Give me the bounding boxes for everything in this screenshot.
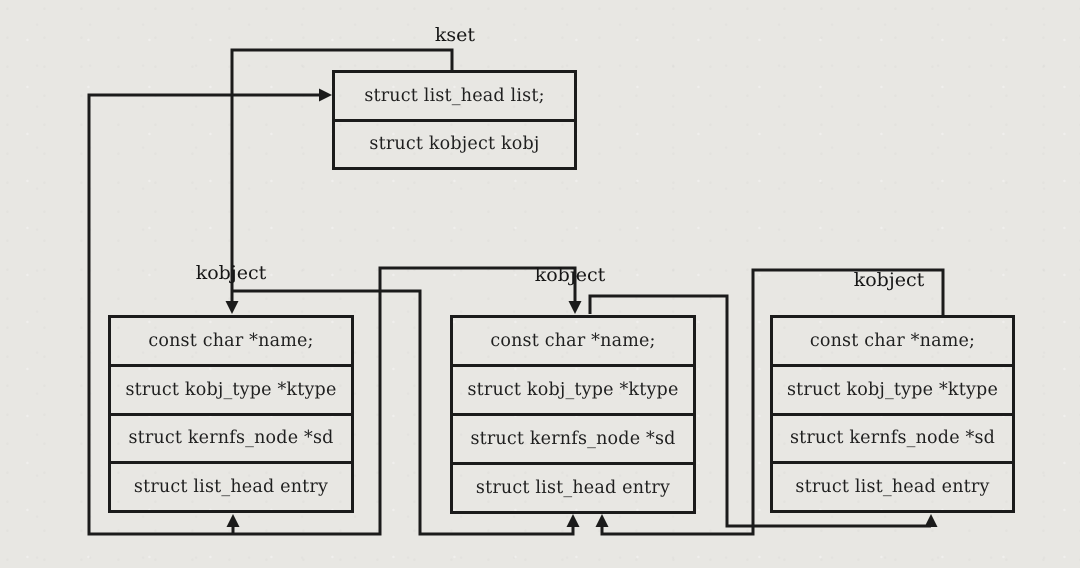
kobject3-field-name: const char *name;	[809, 330, 976, 351]
arrowhead-into-kset-list	[319, 88, 332, 102]
arrowhead-into-kobject2-entry-left	[566, 514, 580, 527]
arrowhead-into-kobject3-entry	[924, 514, 938, 527]
kobject1-box: const char *name; struct kobj_type *ktyp…	[108, 315, 354, 513]
kobject1-field-entry: struct list_head entry	[111, 461, 351, 510]
kset-label: kset	[434, 24, 476, 46]
arrowhead-into-kobject2-entry-right	[595, 514, 609, 527]
arrowhead-into-kobject1-entry	[226, 514, 240, 527]
kobject2-field-entry: struct list_head entry	[453, 462, 693, 511]
kobject1-field-ktype: struct kobj_type *ktype	[111, 363, 351, 413]
kobject1-label: kobject	[195, 262, 267, 284]
kobject3-field-entry: struct list_head entry	[773, 461, 1012, 510]
wire-loop-kset-list	[87, 93, 577, 536]
wire-kobject3-to-kobject2	[600, 268, 945, 536]
wire-kset-tie-and-drop	[230, 48, 454, 302]
kobject2-field-ktype: struct kobj_type *ktype	[453, 364, 693, 413]
kobject1-field-name: const char *name;	[148, 330, 314, 351]
arrowhead-into-kobject1-top	[225, 301, 239, 314]
arrowhead-into-kobject2-top	[568, 301, 582, 314]
kobject3-label: kobject	[853, 269, 925, 291]
kobject2-box: const char *name; struct kobj_type *ktyp…	[450, 315, 696, 514]
kset-field-list: struct list_head list;	[364, 85, 545, 106]
kobject3-box: const char *name; struct kobj_type *ktyp…	[770, 315, 1015, 513]
kobject2-label: kobject	[534, 264, 606, 286]
wire-kobject1-to-kobject2	[233, 289, 575, 536]
wire-kobject2-to-kobject3	[588, 294, 931, 528]
kobject2-field-sd: struct kernfs_node *sd	[453, 413, 693, 462]
kobject3-field-ktype: struct kobj_type *ktype	[773, 363, 1012, 413]
kobject2-field-name: const char *name;	[490, 331, 656, 351]
kset-field-kobj: struct kobject kobj	[335, 118, 574, 168]
kset-box: struct list_head list; struct kobject ko…	[332, 70, 577, 170]
kobject3-field-sd: struct kernfs_node *sd	[773, 412, 1012, 462]
kobject1-field-sd: struct kernfs_node *sd	[111, 412, 351, 462]
